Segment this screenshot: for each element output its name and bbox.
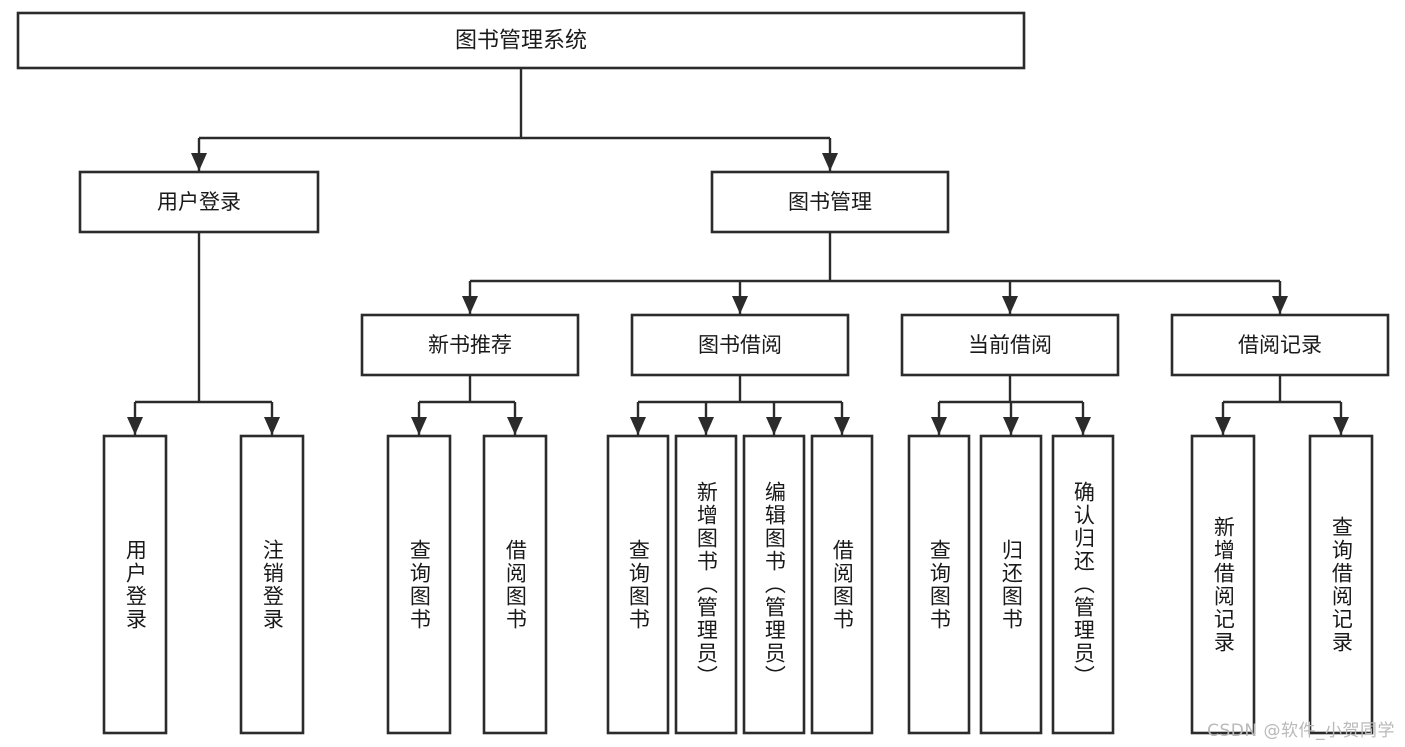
node-box-编辑图书管理员[interactable] — [742, 434, 806, 735]
node-box-用户登录[interactable] — [102, 434, 168, 735]
node-box-图书借阅[interactable] — [630, 313, 850, 377]
node-label-图书管理系统: 图书管理系统 — [455, 29, 587, 54]
connector-arrow-icon — [411, 417, 427, 435]
watermark-text: CSDN @软件_小贺同学 — [1207, 721, 1395, 741]
connector-arrow-icon — [1075, 417, 1091, 435]
connectors-layer — [127, 68, 1349, 435]
node-box-图书管理[interactable] — [710, 170, 950, 234]
node-label-图书借阅: 图书借阅 — [698, 333, 782, 357]
node-box-图书管理系统[interactable] — [16, 11, 1026, 70]
connector-arrow-icon — [127, 417, 143, 435]
node-box-新增图书管理员[interactable] — [674, 434, 738, 735]
node-box-归还图书[interactable] — [979, 434, 1043, 735]
node-label-借阅记录: 借阅记录 — [1238, 333, 1322, 357]
node-box-查询借阅记录[interactable] — [1308, 434, 1374, 735]
node-box-用户登录[interactable] — [78, 170, 320, 234]
node-box-查询图书[interactable] — [386, 434, 452, 735]
node-box-借阅图书[interactable] — [482, 434, 548, 735]
connector-arrow-icon — [931, 417, 947, 435]
connector-arrow-icon — [630, 417, 646, 435]
connector-arrow-icon — [462, 296, 478, 314]
connector-arrow-icon — [507, 417, 523, 435]
connector-arrow-icon — [1002, 296, 1018, 314]
connector-arrow-icon — [822, 153, 838, 171]
connector-arrow-icon — [1272, 296, 1288, 314]
node-box-当前借阅[interactable] — [900, 313, 1120, 377]
node-box-确认归还管理员[interactable] — [1051, 434, 1115, 735]
node-box-查询图书[interactable] — [907, 434, 971, 735]
node-label-新书推荐: 新书推荐 — [428, 333, 512, 357]
node-label-图书管理: 图书管理 — [788, 190, 872, 214]
node-box-注销登录[interactable] — [239, 434, 305, 735]
node-box-借阅图书[interactable] — [810, 434, 874, 735]
connector-arrow-icon — [1215, 417, 1231, 435]
node-box-借阅记录[interactable] — [1170, 313, 1390, 377]
node-label-当前借阅: 当前借阅 — [968, 333, 1052, 357]
connector-arrow-icon — [834, 417, 850, 435]
connector-arrow-icon — [732, 296, 748, 314]
connector-arrow-icon — [191, 153, 207, 171]
node-label-用户登录: 用户登录 — [157, 190, 241, 214]
connector-arrow-icon — [766, 417, 782, 435]
node-box-查询图书[interactable] — [606, 434, 670, 735]
node-box-新书推荐[interactable] — [360, 313, 580, 377]
connector-arrow-icon — [1003, 417, 1019, 435]
connector-arrow-icon — [1333, 417, 1349, 435]
connector-arrow-icon — [264, 417, 280, 435]
node-box-新增借阅记录[interactable] — [1190, 434, 1256, 735]
connector-arrow-icon — [698, 417, 714, 435]
boxes-layer — [16, 11, 1390, 735]
